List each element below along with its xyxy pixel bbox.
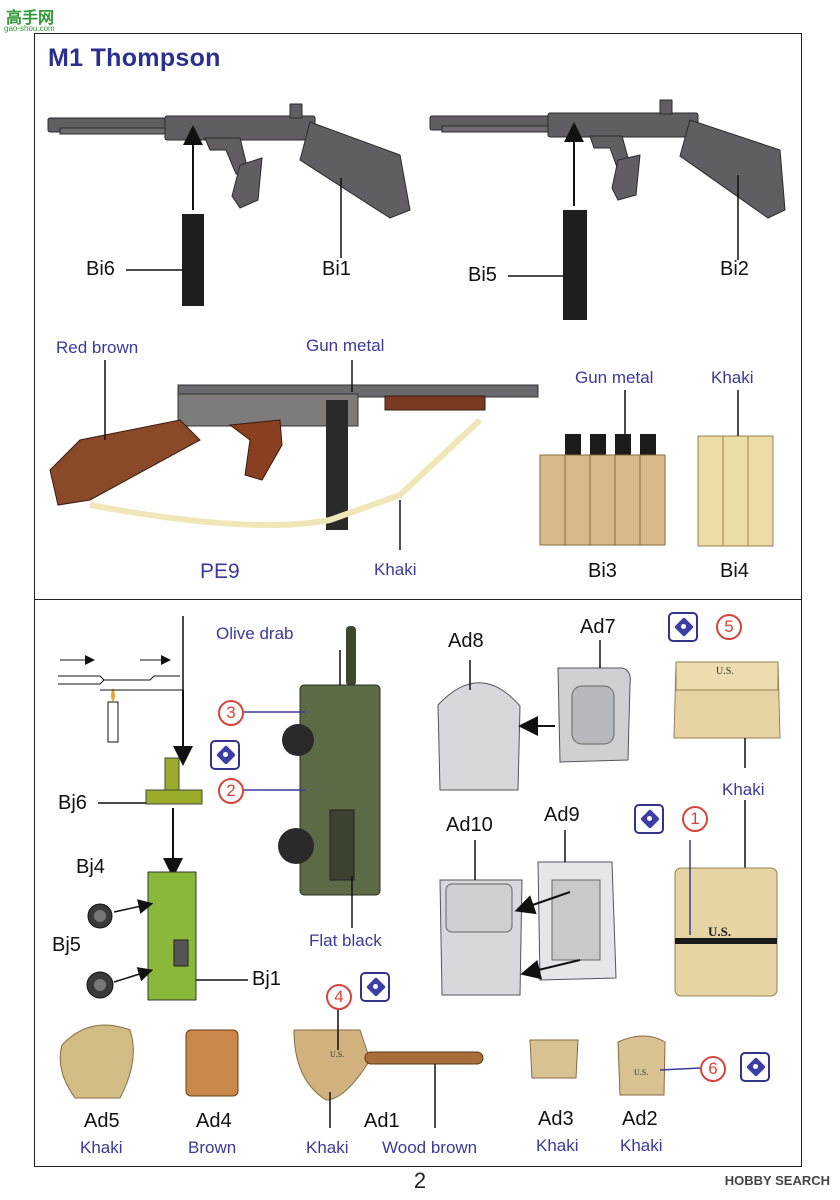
assembly-inset — [58, 616, 184, 762]
paint-icon-radio — [210, 740, 240, 770]
label-bi4: Bi4 — [720, 560, 749, 582]
label-pe9: PE9 — [200, 560, 240, 583]
pouch-bi4 — [697, 435, 774, 547]
marking-us-bottom: U.S. — [708, 924, 732, 939]
shovel-ad1 — [293, 1029, 484, 1101]
footer-brand: HOBBY SEARCH — [724, 1173, 830, 1188]
color-khaki-shovel: Khaki — [306, 1138, 349, 1157]
label-ad5: Ad5 — [84, 1110, 120, 1132]
mag-bi5 — [563, 210, 587, 320]
color-brown-ad4: Brown — [188, 1138, 237, 1157]
thompson-grey-right — [429, 99, 786, 219]
color-khaki-ad5: Khaki — [80, 1138, 123, 1157]
label-ad7: Ad7 — [580, 616, 616, 638]
paint-icon-bag-bottom — [634, 804, 664, 834]
label-bi2: Bi2 — [720, 258, 749, 280]
color-gun-metal-rifle: Gun metal — [306, 336, 385, 355]
label-bi5: Bi5 — [468, 264, 497, 286]
color-gun-metal-mag: Gun metal — [575, 368, 654, 387]
color-wood-brown: Wood brown — [382, 1138, 478, 1157]
decal-number-6: 6 — [700, 1056, 726, 1082]
label-ad9: Ad9 — [544, 804, 580, 826]
watermark-url: gao-shou.com — [4, 24, 55, 33]
label-ad1: Ad1 — [364, 1110, 400, 1132]
decal-number-3: 3 — [218, 700, 244, 726]
label-bj5: Bj5 — [52, 934, 81, 956]
label-ad8: Ad8 — [448, 630, 484, 652]
decal-number-4: 4 — [326, 984, 352, 1010]
label-bi3: Bi3 — [588, 560, 617, 582]
color-olive-drab: Olive drab — [216, 624, 294, 643]
part-bj1-shape — [147, 871, 197, 1001]
thompson-grey-left — [47, 103, 411, 219]
page-title: M1 Thompson — [48, 44, 221, 72]
pouch-bi3 — [539, 434, 666, 546]
label-bj1: Bj1 — [252, 968, 281, 990]
part-bj6-shape — [145, 757, 203, 805]
drum-bi6 — [182, 214, 204, 306]
watermark-logo: 高手网 — [6, 10, 55, 27]
label-bj6: Bj6 — [58, 792, 87, 814]
color-khaki-sling: Khaki — [374, 560, 417, 579]
marking-us-shovel: U.S. — [330, 1050, 345, 1059]
label-ad10: Ad10 — [446, 814, 493, 836]
decal-number-2: 2 — [218, 778, 244, 804]
label-ad4: Ad4 — [196, 1110, 232, 1132]
paint-icon-shovel — [360, 972, 390, 1002]
color-flat-black: Flat black — [309, 931, 382, 950]
bottom-panel-frame — [34, 599, 802, 1167]
decal-number-5: 5 — [716, 614, 742, 640]
paint-icon-canteen — [740, 1052, 770, 1082]
marking-us-canteen: U.S. — [634, 1068, 649, 1077]
color-khaki-bag: Khaki — [722, 780, 765, 799]
page-number: 2 — [413, 1168, 427, 1193]
label-bi6: Bi6 — [86, 258, 115, 280]
thompson-color — [49, 384, 539, 530]
marking-us-top: U.S. — [716, 666, 734, 677]
label-ad3: Ad3 — [538, 1108, 574, 1130]
color-khaki-ad2: Khaki — [620, 1136, 663, 1155]
khaki-bag-bottom — [674, 867, 778, 997]
khaki-bag-top — [673, 661, 781, 739]
label-bi1: Bi1 — [322, 258, 351, 280]
color-khaki-pouch: Khaki — [711, 368, 754, 387]
color-khaki-ad3: Khaki — [536, 1136, 579, 1155]
decal-number-1: 1 — [682, 806, 708, 832]
paint-icon-bag-top — [668, 612, 698, 642]
color-red-brown: Red brown — [56, 338, 139, 357]
label-bj4: Bj4 — [76, 856, 105, 878]
olive-radio-shape — [278, 626, 381, 896]
label-ad2: Ad2 — [622, 1108, 658, 1130]
